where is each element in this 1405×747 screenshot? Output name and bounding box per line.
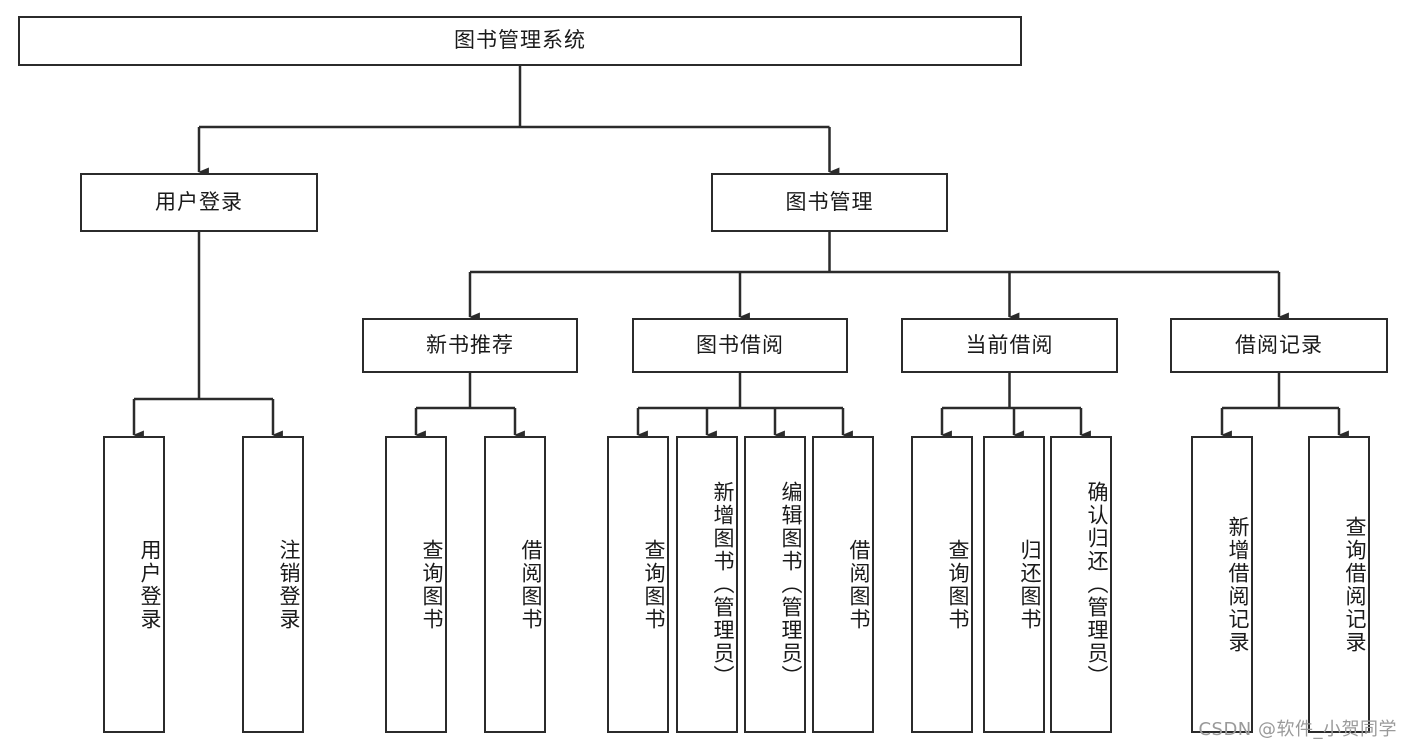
node-label: 借阅图书 <box>519 538 543 631</box>
node-label: 查询图书 <box>946 538 970 631</box>
node-leaf-query-book-recommend[interactable]: 查询图书 <box>385 436 447 733</box>
node-label: 借阅图书 <box>847 538 871 631</box>
node-leaf-add-book[interactable]: 新增图书（管理员） <box>676 436 738 733</box>
node-label: 图书管理系统 <box>454 28 586 53</box>
node-label: 图书管理 <box>785 189 874 214</box>
node-borrow-record[interactable]: 借阅记录 <box>1170 318 1388 373</box>
node-label: 注销登录 <box>277 538 301 631</box>
node-label: 新增借阅记录 <box>1226 515 1250 654</box>
node-leaf-user-logout[interactable]: 注销登录 <box>242 436 304 733</box>
node-label: 用户登录 <box>138 538 162 631</box>
node-leaf-add-borrow-record[interactable]: 新增借阅记录 <box>1191 436 1253 733</box>
node-label: 借阅记录 <box>1235 332 1323 357</box>
node-root[interactable]: 图书管理系统 <box>18 16 1022 66</box>
node-label: 当前借阅 <box>965 332 1054 357</box>
node-book-borrow[interactable]: 图书借阅 <box>632 318 848 373</box>
node-current-borrow[interactable]: 当前借阅 <box>901 318 1118 373</box>
node-new-book-recommend[interactable]: 新书推荐 <box>362 318 578 373</box>
node-leaf-borrow-book-recommend[interactable]: 借阅图书 <box>484 436 546 733</box>
node-label: 归还图书 <box>1018 538 1042 631</box>
node-label: 编辑图书（管理员） <box>779 481 803 688</box>
node-leaf-query-book-borrow[interactable]: 查询图书 <box>607 436 669 733</box>
watermark-text: CSDN @软件_小贺同学 <box>1198 719 1397 740</box>
node-leaf-query-borrow-record[interactable]: 查询借阅记录 <box>1308 436 1370 733</box>
node-leaf-user-login[interactable]: 用户登录 <box>103 436 165 733</box>
node-leaf-return-book[interactable]: 归还图书 <box>983 436 1045 733</box>
node-label: 用户登录 <box>155 189 243 214</box>
node-label: 确认归还（管理员） <box>1085 481 1109 688</box>
node-label: 图书借阅 <box>696 332 784 357</box>
node-user-login[interactable]: 用户登录 <box>80 173 318 232</box>
node-leaf-borrow-book[interactable]: 借阅图书 <box>812 436 874 733</box>
node-label: 查询图书 <box>420 538 444 631</box>
node-leaf-edit-book[interactable]: 编辑图书（管理员） <box>744 436 806 733</box>
node-label: 新书推荐 <box>426 332 514 357</box>
node-leaf-confirm-return[interactable]: 确认归还（管理员） <box>1050 436 1112 733</box>
node-label: 查询借阅记录 <box>1343 515 1367 654</box>
node-label: 新增图书（管理员） <box>711 481 735 688</box>
node-label: 查询图书 <box>642 538 666 631</box>
node-leaf-query-book-current[interactable]: 查询图书 <box>911 436 973 733</box>
node-book-management[interactable]: 图书管理 <box>711 173 948 232</box>
